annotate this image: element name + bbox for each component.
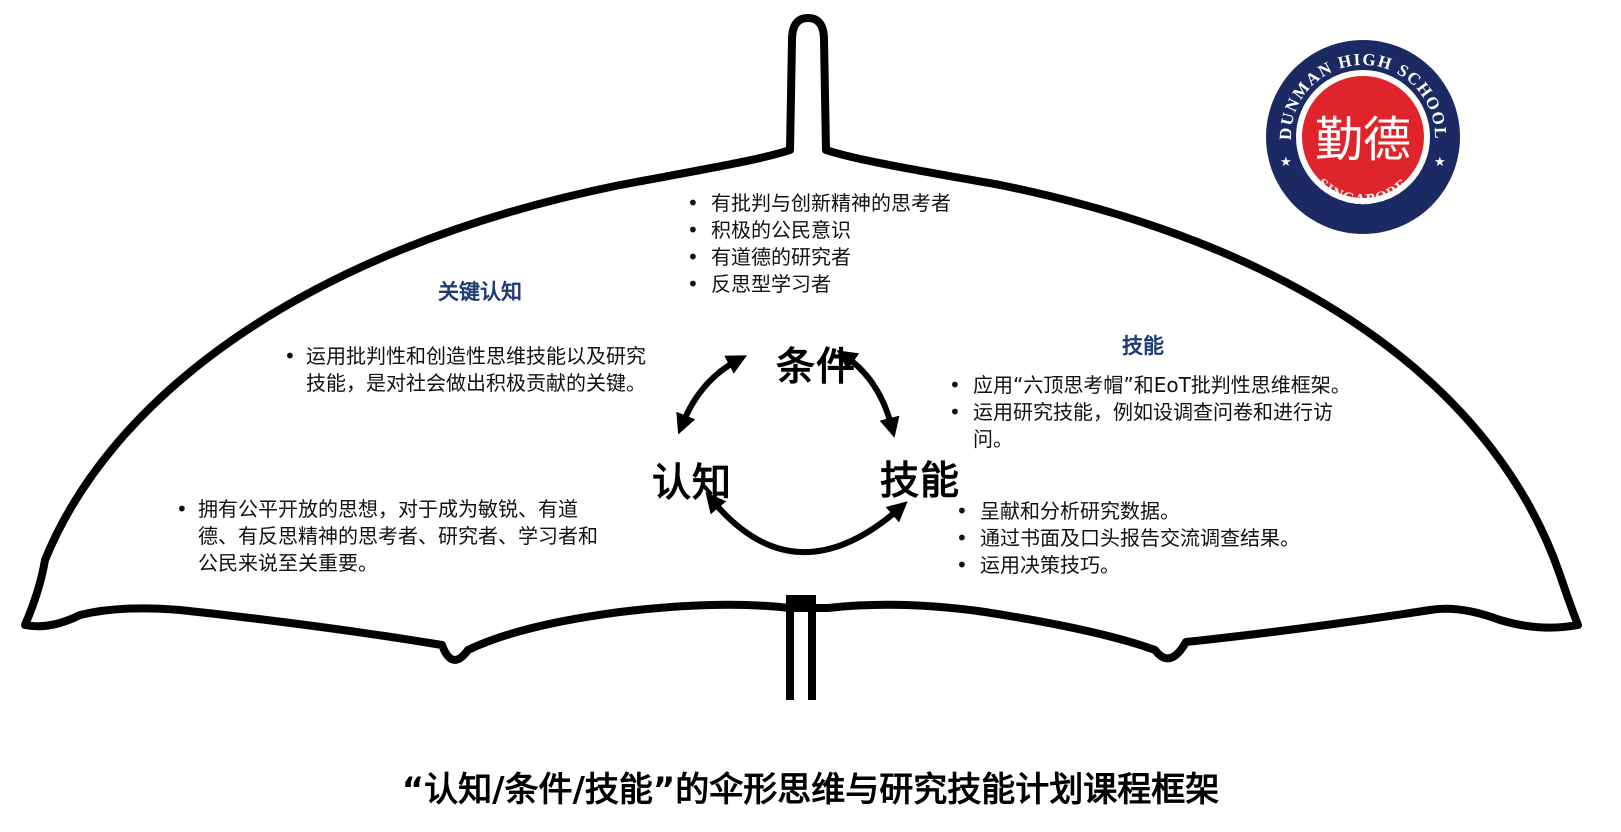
list-item: 积极的公民意识	[683, 217, 1023, 244]
dunman-high-school-logo: DUNMAN HIGH SCHOOL SINGAPORE ★ ★ 勤德	[1266, 40, 1460, 234]
list-item: 反思型学习者	[683, 271, 1023, 298]
node-condition: 条件	[776, 345, 857, 390]
node-skills: 技能	[880, 459, 961, 504]
logo-star-left: ★	[1280, 155, 1292, 170]
arrow-cognition-skills	[705, 492, 908, 555]
cognition-heading: 关键认知	[438, 280, 522, 304]
condition-list: 有批判与创新精神的思考者 积极的公民意识 有道德的研究者 反思型学习者	[683, 190, 1023, 298]
list-item: 有道德的研究者	[683, 244, 1023, 271]
logo-star-right: ★	[1434, 155, 1446, 170]
diagram-caption: “认知/条件/技能”的伞形思维与研究技能计划课程框架	[401, 770, 1220, 810]
node-cognition: 认知	[652, 461, 733, 506]
arrow-condition-skills	[836, 350, 900, 438]
arrow-condition-cognition	[676, 355, 748, 435]
skills-list-a: 应用“六顶思考帽”和EoT批判性思维框架。 运用研究技能，例如设调查问卷和进行访…	[945, 372, 1353, 453]
list-item: 有批判与创新精神的思考者	[683, 190, 1023, 217]
list-item: 运用决策技巧。	[952, 552, 1372, 579]
skills-heading: 技能	[1122, 334, 1164, 358]
umbrella-canopy	[21, 14, 1582, 664]
list-item: 应用“六顶思考帽”和EoT批判性思维框架。	[945, 372, 1353, 399]
list-item: 运用批判性和创造性思维技能以及研究技能，是对社会做出积极贡献的关键。	[280, 343, 656, 397]
logo-seal-text: 勤德	[1315, 112, 1411, 168]
skills-list-b: 呈献和分析研究数据。 通过书面及口头报告交流调查结果。 运用决策技巧。	[952, 498, 1372, 579]
cognition-list-2: 拥有公平开放的思想，对于成为敏锐、有道德、有反思精神的思考者、研究者、学习者和公…	[172, 496, 612, 577]
list-item: 通过书面及口头报告交流调查结果。	[952, 525, 1372, 552]
list-item: 呈献和分析研究数据。	[952, 498, 1372, 525]
list-item: 拥有公平开放的思想，对于成为敏锐、有道德、有反思精神的思考者、研究者、学习者和公…	[172, 496, 612, 577]
list-item: 运用研究技能，例如设调查问卷和进行访问。	[945, 399, 1353, 453]
cognition-list-1: 运用批判性和创造性思维技能以及研究技能，是对社会做出积极贡献的关键。	[280, 343, 656, 397]
umbrella-shaft-cap	[786, 595, 816, 609]
